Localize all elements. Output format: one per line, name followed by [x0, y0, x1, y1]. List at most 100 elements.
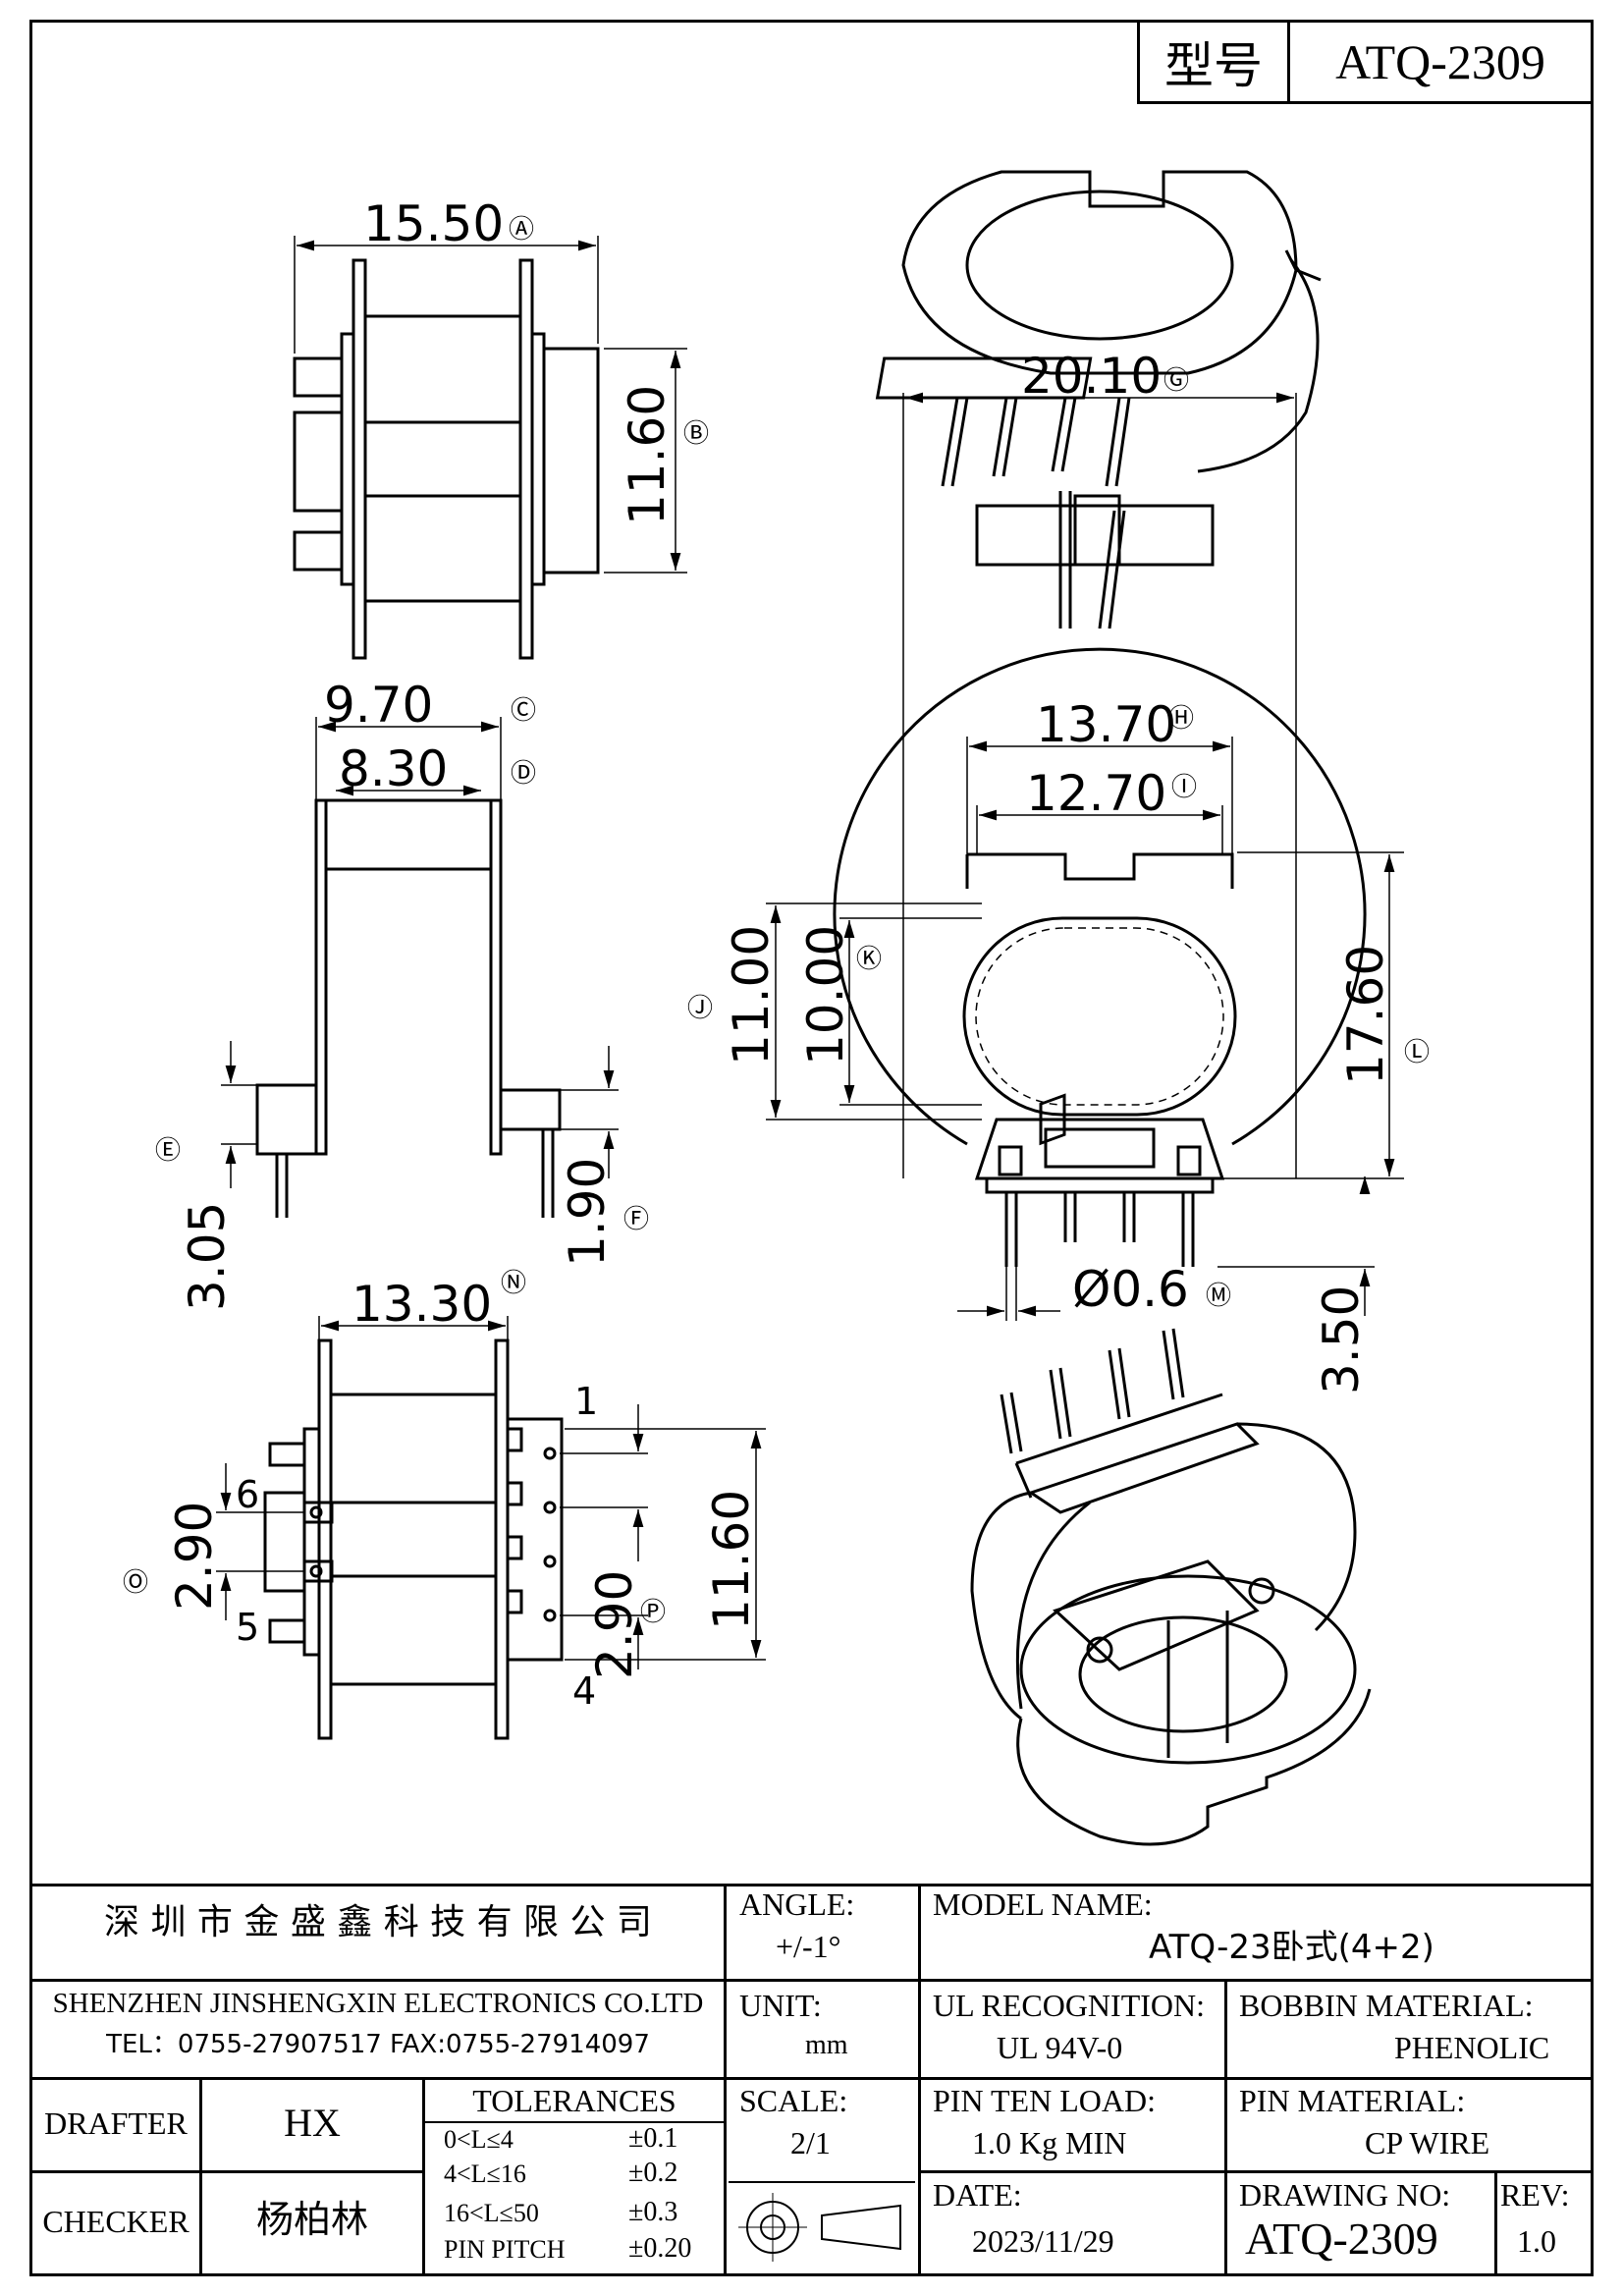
model-name-value: ATQ-23卧式(4+2): [1149, 1928, 1434, 1967]
tb-hline-3: [29, 2170, 422, 2173]
dim-m-value: Ø0.6: [1072, 1261, 1189, 1318]
company-contact: TEL：0755-27907517 FAX:0755-27914097: [106, 2030, 650, 2059]
ul-value: UL 94V-0: [997, 2030, 1123, 2065]
ul-label: UL RECOGNITION:: [933, 1988, 1205, 2023]
drafter-value: HX: [284, 2101, 341, 2145]
tb-hline-tol: [422, 2121, 724, 2123]
pin-material-value: CP WIRE: [1365, 2125, 1490, 2160]
dim-e-value: 3.05: [179, 1202, 236, 1311]
dim-c-letter: Ⓒ: [511, 696, 536, 726]
dim-l-value: 17.60: [1337, 945, 1394, 1085]
pin-load-label: PIN TEN LOAD:: [933, 2083, 1156, 2118]
tb-vline-left: [724, 1884, 727, 2276]
scale-label: SCALE:: [739, 2083, 848, 2118]
dim-n-letter: Ⓝ: [501, 1269, 526, 1298]
tolerance-value-3: ±0.3: [628, 2197, 678, 2227]
tb-hline-2: [29, 2077, 1594, 2080]
tb-vline-rev: [1494, 2170, 1497, 2276]
model-header-box: 型号 ATQ-2309: [1137, 20, 1594, 104]
technical-drawing: 15.50 Ⓐ 11.60 Ⓑ 9.70 Ⓒ 8.30 Ⓓ Ⓔ 3.05 1.9…: [123, 170, 1430, 1846]
pin-load-value: 1.0 Kg MIN: [972, 2125, 1127, 2160]
tb-hline-company: [29, 1979, 724, 1982]
tolerance-range-2: 4<L≤16: [444, 2159, 526, 2188]
dim-k-letter: Ⓚ: [856, 945, 882, 974]
company-name-en: SHENZHEN JINSHENGXIN ELECTRONICS CO.LTD: [52, 1988, 704, 2019]
dim-p-letter: Ⓟ: [640, 1598, 666, 1627]
bottom-view: [216, 1316, 766, 1740]
unit-value: mm: [805, 2030, 848, 2060]
top-view: [293, 236, 687, 660]
tolerance-value-4: ±0.20: [628, 2233, 692, 2264]
angle-value: +/-1°: [776, 1929, 841, 1964]
model-label: 型号: [1140, 23, 1290, 101]
front-view: [766, 392, 1404, 1321]
pin-material-label: PIN MATERIAL:: [1239, 2083, 1466, 2118]
dim-d-value: 8.30: [339, 740, 448, 797]
dim-i-value: 12.70: [1026, 765, 1166, 822]
dim-e-letter: Ⓔ: [155, 1136, 181, 1166]
company-name-cn: 深 圳 市 金 盛 鑫 科 技 有 限 公 司: [104, 1902, 652, 1942]
dim-p-value: 2.90: [586, 1570, 643, 1679]
isometric-view-top: [875, 170, 1322, 629]
tolerance-value-1: ±0.1: [628, 2123, 678, 2154]
tb-hline-1: [724, 1979, 1594, 1982]
tolerance-range-1: 0<L≤4: [444, 2125, 514, 2154]
dim-f-value: 1.90: [559, 1158, 616, 1267]
model-name-label: MODEL NAME:: [933, 1886, 1153, 1922]
dim-r-value: 11.60: [703, 1490, 760, 1630]
pin-label-5: 5: [236, 1606, 259, 1649]
checker-label: CHECKER: [42, 2204, 189, 2239]
dim-g-letter: Ⓖ: [1163, 366, 1189, 396]
dim-l-letter: Ⓛ: [1404, 1038, 1430, 1067]
dim-m-letter: Ⓜ: [1206, 1282, 1231, 1311]
isometric-view-bottom: [970, 1093, 1372, 1846]
pin-label-4: 4: [572, 1669, 596, 1713]
pin-label-6: 6: [236, 1473, 259, 1516]
dim-j-value: 11.00: [723, 925, 780, 1066]
checker-value: 杨柏林: [255, 2198, 368, 2241]
dim-b-value: 11.60: [619, 385, 676, 525]
dim-o-value: 2.90: [166, 1502, 223, 1611]
tolerances-label: TOLERANCES: [472, 2083, 676, 2118]
dim-g-value: 20.10: [1021, 348, 1162, 405]
drafter-label: DRAFTER: [44, 2105, 188, 2141]
dim-o-letter: Ⓞ: [123, 1568, 148, 1598]
date-label: DATE:: [933, 2177, 1022, 2213]
dim-j-letter: Ⓙ: [687, 994, 713, 1023]
rev-value: 1.0: [1517, 2223, 1556, 2259]
tb-vline-tol: [422, 2077, 425, 2276]
dim-d-letter: Ⓓ: [511, 759, 536, 789]
date-value: 2023/11/29: [972, 2223, 1114, 2259]
dim-n-value: 13.30: [352, 1276, 492, 1333]
dim-b-letter: Ⓑ: [683, 419, 709, 449]
tolerance-value-2: ±0.2: [628, 2158, 678, 2188]
angle-label: ANGLE:: [739, 1886, 855, 1922]
dim-q-value: 3.50: [1313, 1285, 1370, 1394]
projection-symbol-icon: [729, 2181, 915, 2262]
dim-a-letter: Ⓐ: [509, 215, 534, 245]
dim-i-letter: Ⓘ: [1171, 773, 1197, 802]
tb-vline-right: [1224, 1979, 1227, 2276]
tolerance-range-3: 16<L≤50: [444, 2199, 539, 2227]
tb-vline-drafter: [199, 2077, 202, 2276]
side-view: [221, 717, 619, 1218]
dim-k-value: 10.00: [797, 925, 854, 1066]
drawing-no-label: DRAWING NO:: [1239, 2177, 1451, 2213]
rev-label: REV:: [1500, 2177, 1570, 2213]
pin-label-1: 1: [574, 1380, 598, 1423]
bobbin-value: PHENOLIC: [1394, 2030, 1550, 2065]
drawing-no-value: ATQ-2309: [1245, 2214, 1438, 2264]
dim-h-value: 13.70: [1036, 696, 1176, 753]
model-value: ATQ-2309: [1335, 34, 1545, 89]
tolerance-range-4: PIN PITCH: [444, 2235, 566, 2264]
dim-c-value: 9.70: [324, 677, 433, 734]
bobbin-label: BOBBIN MATERIAL:: [1239, 1988, 1534, 2023]
scale-value: 2/1: [790, 2125, 831, 2160]
dim-h-letter: Ⓗ: [1168, 704, 1194, 734]
tb-vline-mid: [918, 1884, 921, 2276]
title-block-border: [29, 1884, 1594, 2276]
dim-a-value: 15.50: [363, 195, 504, 252]
dim-f-letter: Ⓕ: [623, 1205, 649, 1234]
unit-label: UNIT:: [739, 1988, 822, 2023]
tb-hline-4: [918, 2170, 1594, 2173]
